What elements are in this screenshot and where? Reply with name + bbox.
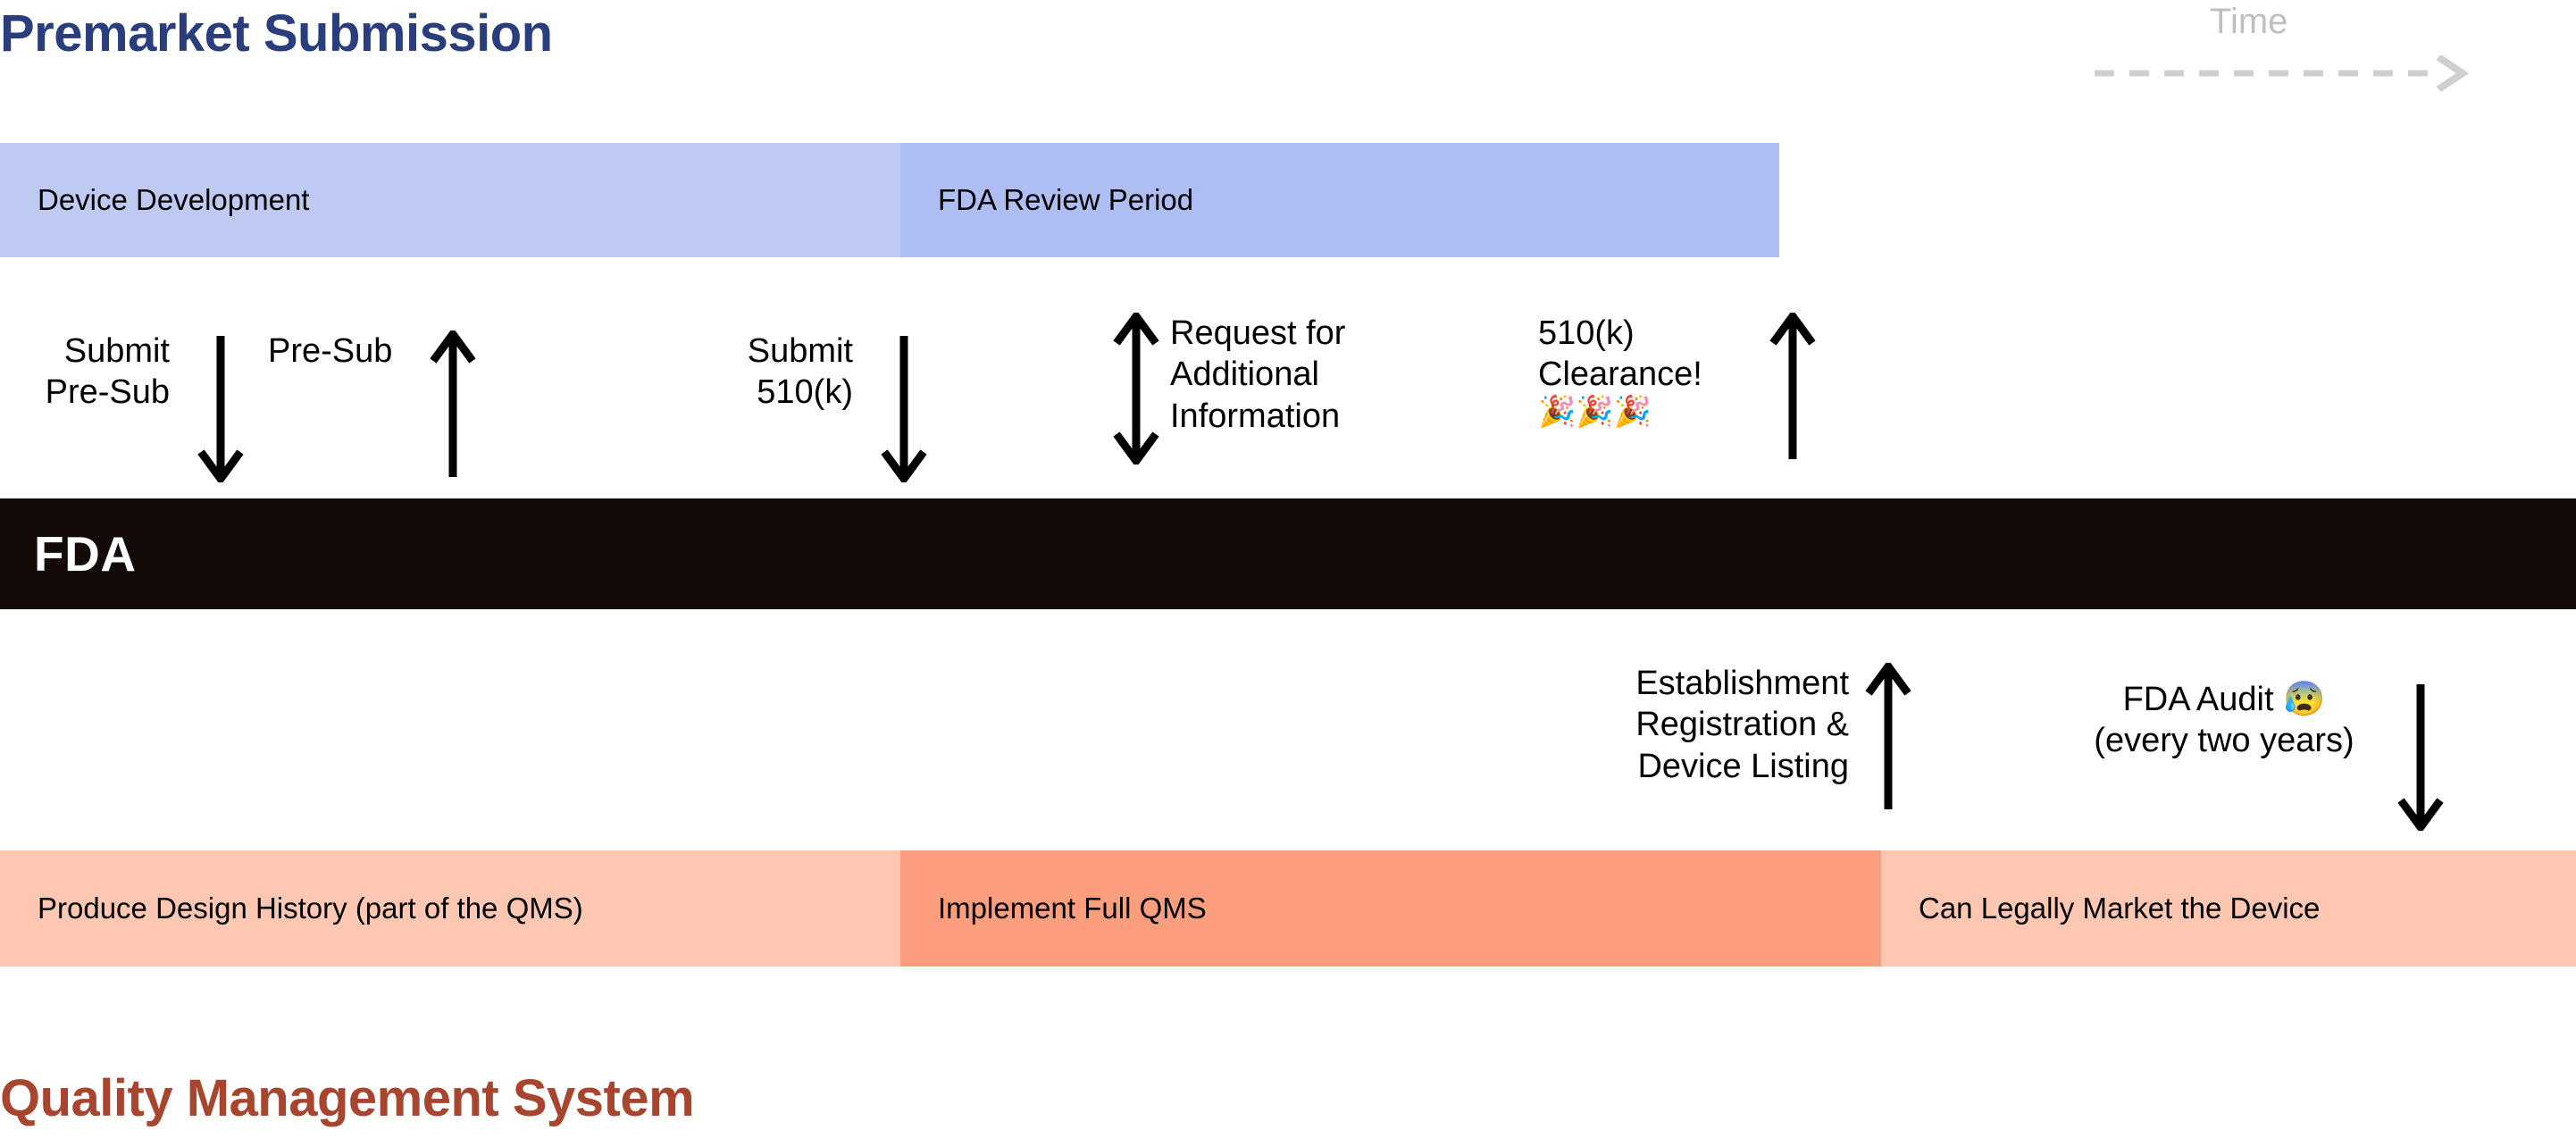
celebration-emoji-icon: 🎉🎉🎉 [1538,394,1652,429]
page-title-quality-management-system: Quality Management System [0,1069,695,1127]
premarket-bar-label: FDA Review Period [938,183,1194,216]
premarket-bar-device-development: Device Development [0,143,900,257]
fda-band-label: FDA [34,526,137,582]
qms-bar-label: Implement Full QMS [938,892,1207,925]
arrow-down-icon [2392,679,2449,831]
qms-bar-label: Can Legally Market the Device [1919,892,2321,925]
event-submit-pre-sub: Submit Pre-Sub [36,331,244,482]
event-submit-pre-sub-label: Submit Pre-Sub [45,332,170,412]
premarket-bar-label: Device Development [38,183,310,216]
arrow-down-icon [875,331,933,482]
event-request-additional-information-label: Request for Additional Information [1170,314,1346,435]
event-request-additional-information: Request for Additional Information [1113,313,1438,465]
event-establishment-registration-label: Establishment Registration & Device List… [1635,665,1849,785]
event-fda-audit: FDA Audit 😰 (every two years) [2063,679,2444,831]
qms-bar-can-legally-market-the-device: Can Legally Market the Device [1881,850,2576,967]
arrow-up-icon [424,331,481,482]
event-fda-audit-label: FDA Audit 😰 (every two years) [2094,681,2354,760]
qms-bar-produce-design-history-part-of-the-qms: Produce Design History (part of the QMS) [0,850,900,967]
event-submit-510k-label: Submit 510(k) [747,332,853,412]
arrow-up-icon [1764,313,1821,465]
event-submit-510k: Submit 510(k) [688,331,927,482]
event-establishment-registration: Establishment Registration & Device List… [1518,663,1911,809]
time-arrow-icon [2095,54,2470,93]
event-pre-sub-response: Pre-Sub [268,331,476,477]
fda-band: FDA [0,498,2576,609]
qms-bar-label: Produce Design History (part of the QMS) [38,892,583,925]
arrow-down-icon [192,331,249,482]
event-pre-sub-response-label: Pre-Sub [268,332,393,370]
page-title-premarket-submission: Premarket Submission [0,4,553,63]
arrow-updown-icon [1108,313,1165,465]
arrow-up-icon [1860,663,1917,815]
event-510k-clearance: 510(k) Clearance!🎉🎉🎉 [1538,313,1816,459]
event-510k-clearance-label: 510(k) Clearance!🎉🎉🎉 [1538,313,1752,429]
time-axis-label: Time [2210,2,2288,41]
premarket-bar-fda-review-period: FDA Review Period [900,143,1779,257]
qms-bar-implement-full-qms: Implement Full QMS [900,850,1881,967]
